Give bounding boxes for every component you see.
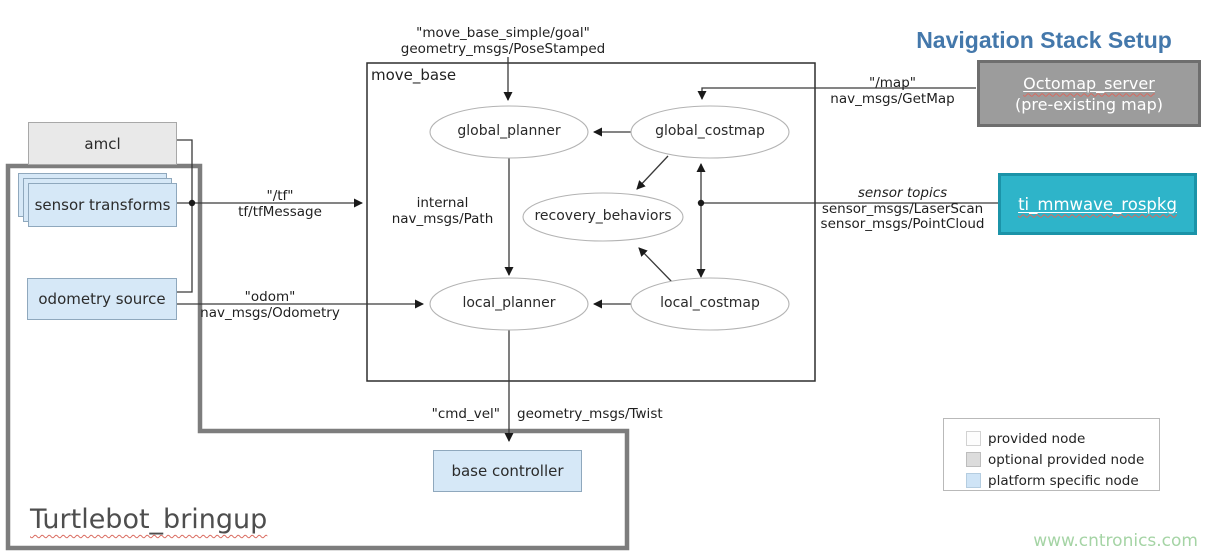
global-planner-label: global_planner [457, 123, 561, 139]
sensor-topics-title: sensor topics [857, 185, 948, 201]
sensor-topics-type1: sensor_msgs/LaserScan [821, 200, 984, 217]
optional-node-swatch [966, 452, 981, 467]
base-controller-label: base controller [451, 462, 564, 480]
internal-label-line2: nav_msgs/Path [391, 211, 494, 227]
odom-topic-name: "odom" [244, 289, 296, 305]
node-base-controller: base controller [433, 450, 582, 492]
edge-amcl-odom-tf-join [177, 139, 193, 293]
platform-node-swatch [966, 473, 981, 488]
map-topic-label: "/map" nav_msgs/GetMap [815, 75, 970, 107]
odom-topic-label: "odom" nav_msgs/Odometry [190, 289, 350, 321]
goal-topic-name: "move_base_simple/goal" [416, 25, 590, 41]
tf-topic-name: "/tf" [266, 188, 294, 204]
local-costmap-label: local_costmap [660, 295, 760, 311]
sensor-topics-junction-dot [697, 199, 705, 207]
node-odometry-source: odometry source [27, 278, 177, 320]
goal-topic-type: geometry_msgs/PoseStamped [400, 41, 606, 57]
turtlebot-bringup-label: Turtlebot_bringup [30, 504, 268, 535]
node-octomap-server: Octomap_server (pre-existing map) [977, 60, 1201, 127]
odom-topic-type: nav_msgs/Odometry [200, 305, 340, 321]
local-planner-ellipse [429, 277, 589, 331]
move-base-title: move_base [371, 66, 457, 84]
global-planner-ellipse [429, 105, 589, 159]
watermark[interactable]: www.cntronics.com [1033, 531, 1198, 551]
octomap-server-label: Octomap_server [1023, 73, 1155, 93]
cmdvel-type-label: geometry_msgs/Twist [517, 406, 663, 422]
page-title: Navigation Stack Setup [916, 27, 1172, 53]
turtlebot-bringup-frame [5, 163, 630, 551]
legend-row-provided: provided node [966, 428, 1151, 449]
legend-row-optional: optional provided node [966, 449, 1151, 470]
internal-path-label: internal nav_msgs/Path [380, 195, 505, 227]
map-topic-type: nav_msgs/GetMap [830, 91, 955, 107]
amcl-label: amcl [84, 134, 121, 153]
provided-node-swatch [966, 431, 981, 446]
global-costmap-ellipse [630, 105, 790, 159]
odometry-source-label: odometry source [38, 290, 166, 308]
cmdvel-topic-label: "cmd_vel" [431, 406, 500, 422]
tf-topic-label: "/tf" tf/tfMessage [200, 188, 360, 220]
sensor-transforms-label: sensor transforms [34, 196, 171, 214]
edge-globalcostmap-to-recovery [636, 155, 669, 190]
node-sensor-transforms: sensor transforms [28, 183, 177, 227]
recovery-behaviors-label: recovery_behaviors [534, 208, 672, 224]
edge-localcostmap-to-recovery [638, 247, 674, 284]
octomap-server-subtitle: (pre-existing map) [1015, 94, 1163, 114]
global-costmap-label: global_costmap [655, 123, 765, 139]
octomap-server-link[interactable]: Octomap_server [1023, 73, 1155, 94]
legend: provided node optional provided node pla… [943, 418, 1160, 491]
recovery-behaviors-ellipse [522, 192, 684, 242]
optional-node-label: optional provided node [988, 451, 1145, 468]
node-sensor-transforms-stack: sensor transforms [18, 173, 178, 228]
provided-node-label: provided node [988, 430, 1086, 447]
node-ti-mmwave-rospkg: ti_mmwave_rospkg [998, 173, 1197, 235]
local-planner-label: local_planner [462, 295, 556, 311]
map-topic-name: "/map" [869, 75, 916, 91]
move-base-ellipses [429, 105, 790, 331]
internal-label-line1: internal [416, 195, 469, 211]
legend-row-platform: platform specific node [966, 470, 1151, 491]
sensor-topics-type2: sensor_msgs/PointCloud [820, 216, 985, 232]
goal-topic-label: "move_base_simple/goal" geometry_msgs/Po… [368, 25, 638, 57]
tf-junction-dot [188, 199, 196, 207]
sensor-topics-label: sensor topics sensor_msgs/LaserScan sens… [810, 185, 995, 233]
edge-lines [177, 57, 1000, 442]
ti-mmwave-link[interactable]: ti_mmwave_rospkg [1018, 195, 1177, 214]
platform-node-label: platform specific node [988, 472, 1139, 489]
tf-topic-type: tf/tfMessage [238, 204, 322, 220]
ti-mmwave-label: ti_mmwave_rospkg [1018, 194, 1177, 214]
edge-map-arrow [697, 87, 976, 100]
local-costmap-ellipse [630, 277, 790, 331]
node-amcl: amcl [28, 122, 177, 165]
